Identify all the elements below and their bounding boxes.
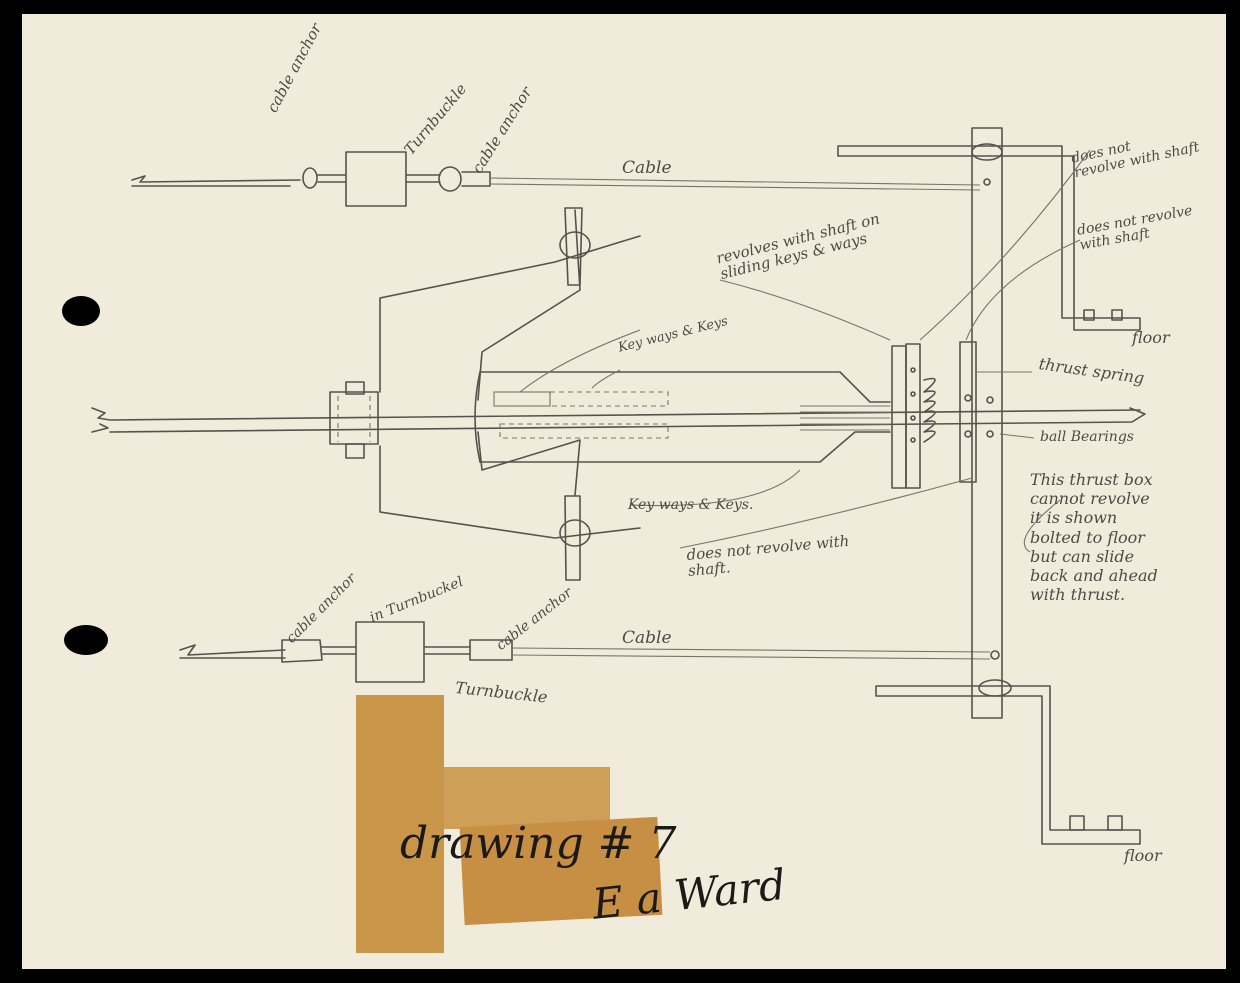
label-cable-bottom: Cable <box>622 628 672 648</box>
vertical-post <box>837 127 1141 845</box>
bottom-cable <box>179 621 991 683</box>
tape-piece-vertical <box>356 695 444 953</box>
tape-piece-horizontal <box>444 767 610 829</box>
cone-frame <box>379 207 641 581</box>
caption-title: drawing # 7 <box>400 818 677 869</box>
paper-sheet <box>22 14 1226 969</box>
label-thrust-box-note: This thrust box cannot revolve it is sho… <box>1030 470 1158 605</box>
label-ball-bearings: ball Bearings <box>1040 429 1134 445</box>
punch-hole-top <box>62 296 100 326</box>
main-shaft <box>91 407 1146 433</box>
leader-lines <box>519 149 1091 553</box>
label-floor-bottom: floor <box>1124 846 1162 865</box>
label-key-ways-keys-bottom: Key ways & Keys. <box>628 497 754 513</box>
punch-hole-bottom <box>64 625 108 655</box>
top-cable <box>131 151 981 207</box>
thrust-assembly <box>891 341 994 489</box>
label-cable-top: Cable <box>622 158 672 178</box>
label-floor-top: floor <box>1132 328 1170 347</box>
sliding-hub <box>474 371 891 463</box>
shaft-collar <box>329 381 379 459</box>
